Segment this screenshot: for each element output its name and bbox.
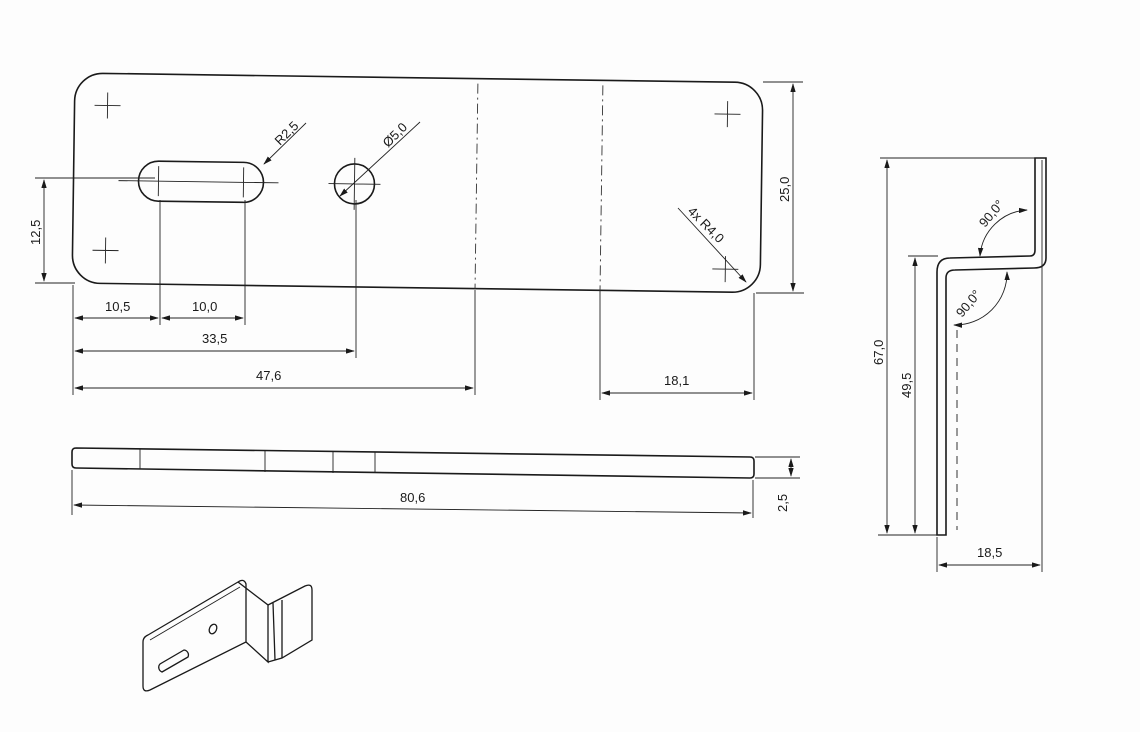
top-view-dimensions: 12,5 25,0 10,5 10,0 33,5 47,6 18,1 R2,5 … [28, 81, 804, 400]
dim-47-6: 47,6 [256, 368, 281, 383]
dim-18-5: 18,5 [977, 545, 1002, 560]
dim-10-0: 10,0 [192, 299, 217, 314]
dim-2-5: 2,5 [775, 494, 790, 512]
dim-12-5: 12,5 [28, 220, 43, 245]
dim-r2-5: R2,5 [272, 118, 302, 148]
dim-4x-r4-0: 4x R4,0 [685, 204, 727, 246]
plate-outline [71, 72, 764, 293]
isometric-view [142, 579, 313, 692]
top-view [71, 72, 764, 293]
dim-25-0: 25,0 [777, 177, 792, 202]
dim-49-5: 49,5 [899, 373, 914, 398]
dim-33-5: 33,5 [202, 331, 227, 346]
dim-angle-bottom: 90,0° [953, 287, 984, 320]
slot [137, 160, 265, 204]
edge-view: 80,6 2,5 [71, 447, 800, 518]
dim-67-0: 67,0 [871, 340, 886, 365]
dim-80-6: 80,6 [400, 490, 425, 505]
bend-line [599, 85, 604, 291]
bend-line [474, 83, 479, 289]
side-view: 67,0 49,5 18,5 90,0° 90,0° [871, 157, 1047, 572]
dim-angle-top: 90,0° [976, 197, 1007, 230]
dim-10-5: 10,5 [105, 299, 130, 314]
dim-18-1: 18,1 [664, 373, 689, 388]
center-marks [92, 92, 741, 283]
